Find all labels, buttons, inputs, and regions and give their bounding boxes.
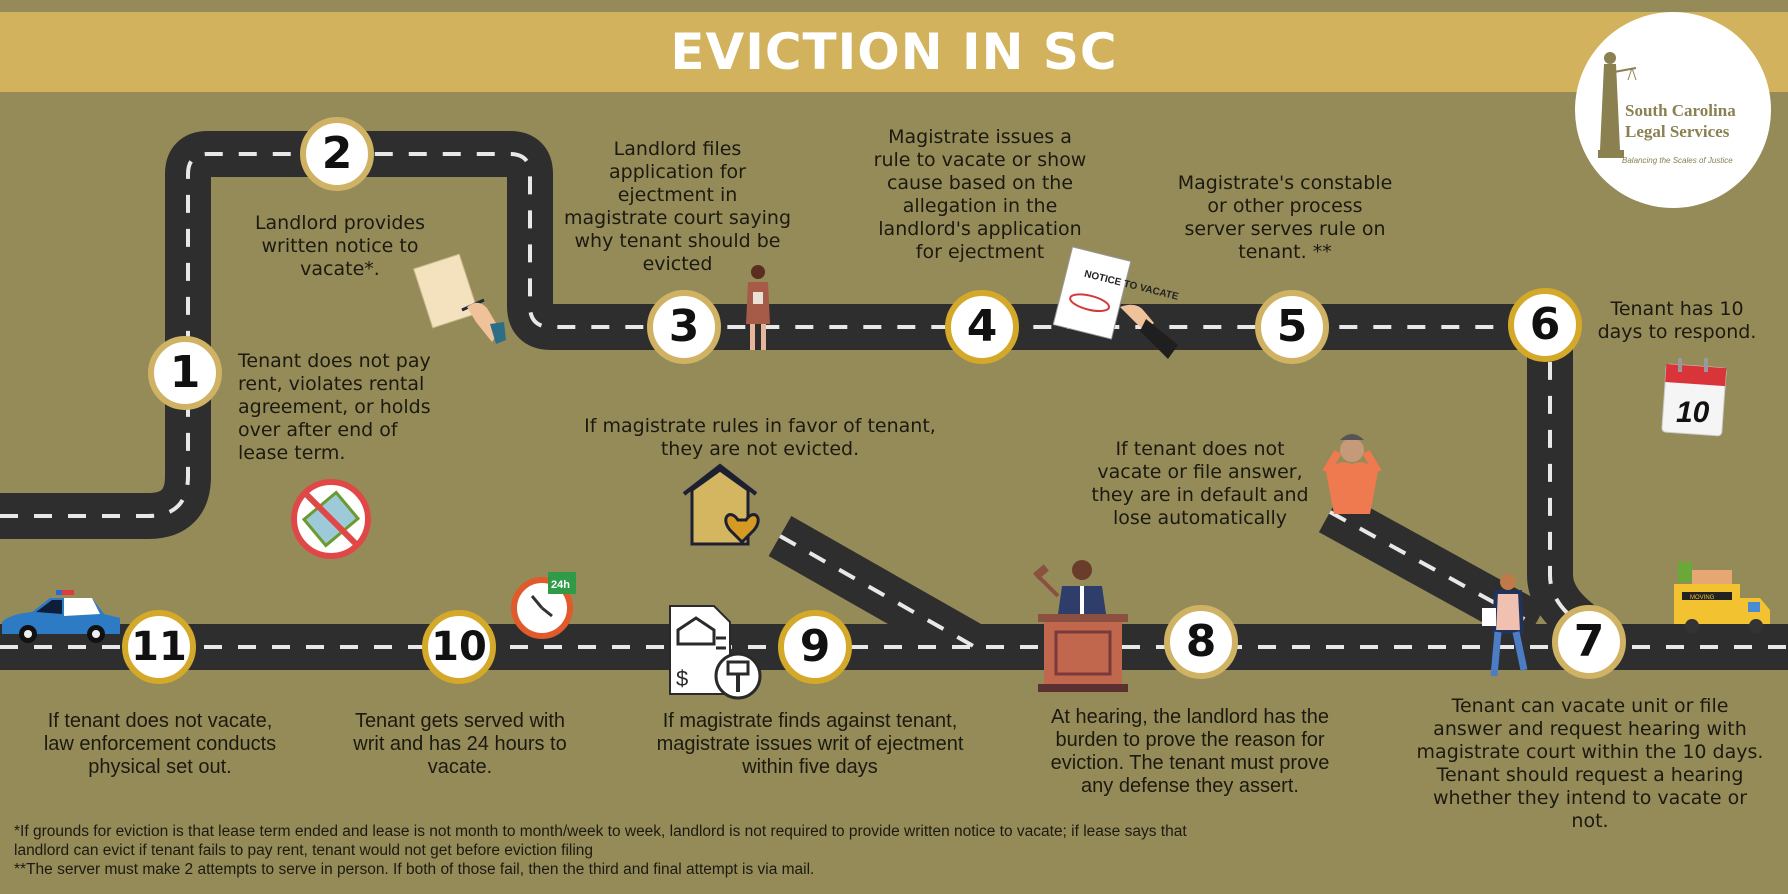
- judge-at-bench-icon: [1033, 560, 1128, 692]
- house-heart-icon: [682, 463, 760, 546]
- footnote-2: **The server must make 2 attempts to ser…: [14, 861, 815, 878]
- step-6-marker: 6: [1508, 288, 1582, 362]
- property-writ-gavel-icon: $: [669, 605, 762, 700]
- step-11-text: If tenant does not vacate,law enforcemen…: [43, 710, 277, 778]
- step-7-marker: 7: [1552, 605, 1626, 679]
- notice-to-vacate-icon: NOTICE TO VACATE: [1052, 246, 1180, 359]
- step-1-marker: 1: [148, 336, 222, 410]
- page-title: EVICTION IN SC: [670, 23, 1118, 81]
- moving-truck-icon: MOVING: [1674, 562, 1770, 633]
- lady-justice-icon: [1598, 52, 1637, 158]
- svg-text:MOVING: MOVING: [1690, 595, 1715, 601]
- signing-document-icon: [412, 253, 506, 344]
- svg-text:$: $: [676, 666, 688, 691]
- woman-with-papers-icon: [746, 265, 770, 350]
- footnote-1: *If grounds for eviction is that lease t…: [14, 823, 1187, 840]
- step-11-marker: 11: [122, 610, 196, 684]
- svg-text:24h: 24h: [551, 579, 570, 591]
- calendar-10-icon: 10: [1661, 358, 1727, 437]
- step-2-marker: 2: [300, 117, 374, 191]
- no-money-icon: [291, 479, 371, 559]
- step-9-marker: 9: [778, 610, 852, 684]
- step-3-marker: 3: [647, 290, 721, 364]
- step-5-marker: 5: [1255, 290, 1329, 364]
- footnote-1-cont: landlord can evict if tenant fails to pa…: [14, 842, 594, 859]
- branch-favor-text: If magistrate rules in favor of tenant,t…: [584, 415, 936, 460]
- clock-24h-icon: 24h: [511, 572, 576, 639]
- logo-tagline: Balancing the Scales of Justice: [1622, 156, 1733, 165]
- step-9-text: If magistrate finds against tenant,magis…: [656, 710, 964, 778]
- step-10-marker: 10: [422, 610, 496, 684]
- tenant-walking-icon: [1482, 574, 1528, 677]
- svg-text:10: 10: [1676, 396, 1710, 429]
- title-banner: [0, 12, 1788, 92]
- police-car-icon: [2, 590, 120, 643]
- logo-name: South Carolina Legal Services: [1625, 101, 1736, 141]
- distressed-man-icon: [1322, 434, 1382, 514]
- step-4-marker: 4: [945, 290, 1019, 364]
- step-8-marker: 8: [1164, 605, 1238, 679]
